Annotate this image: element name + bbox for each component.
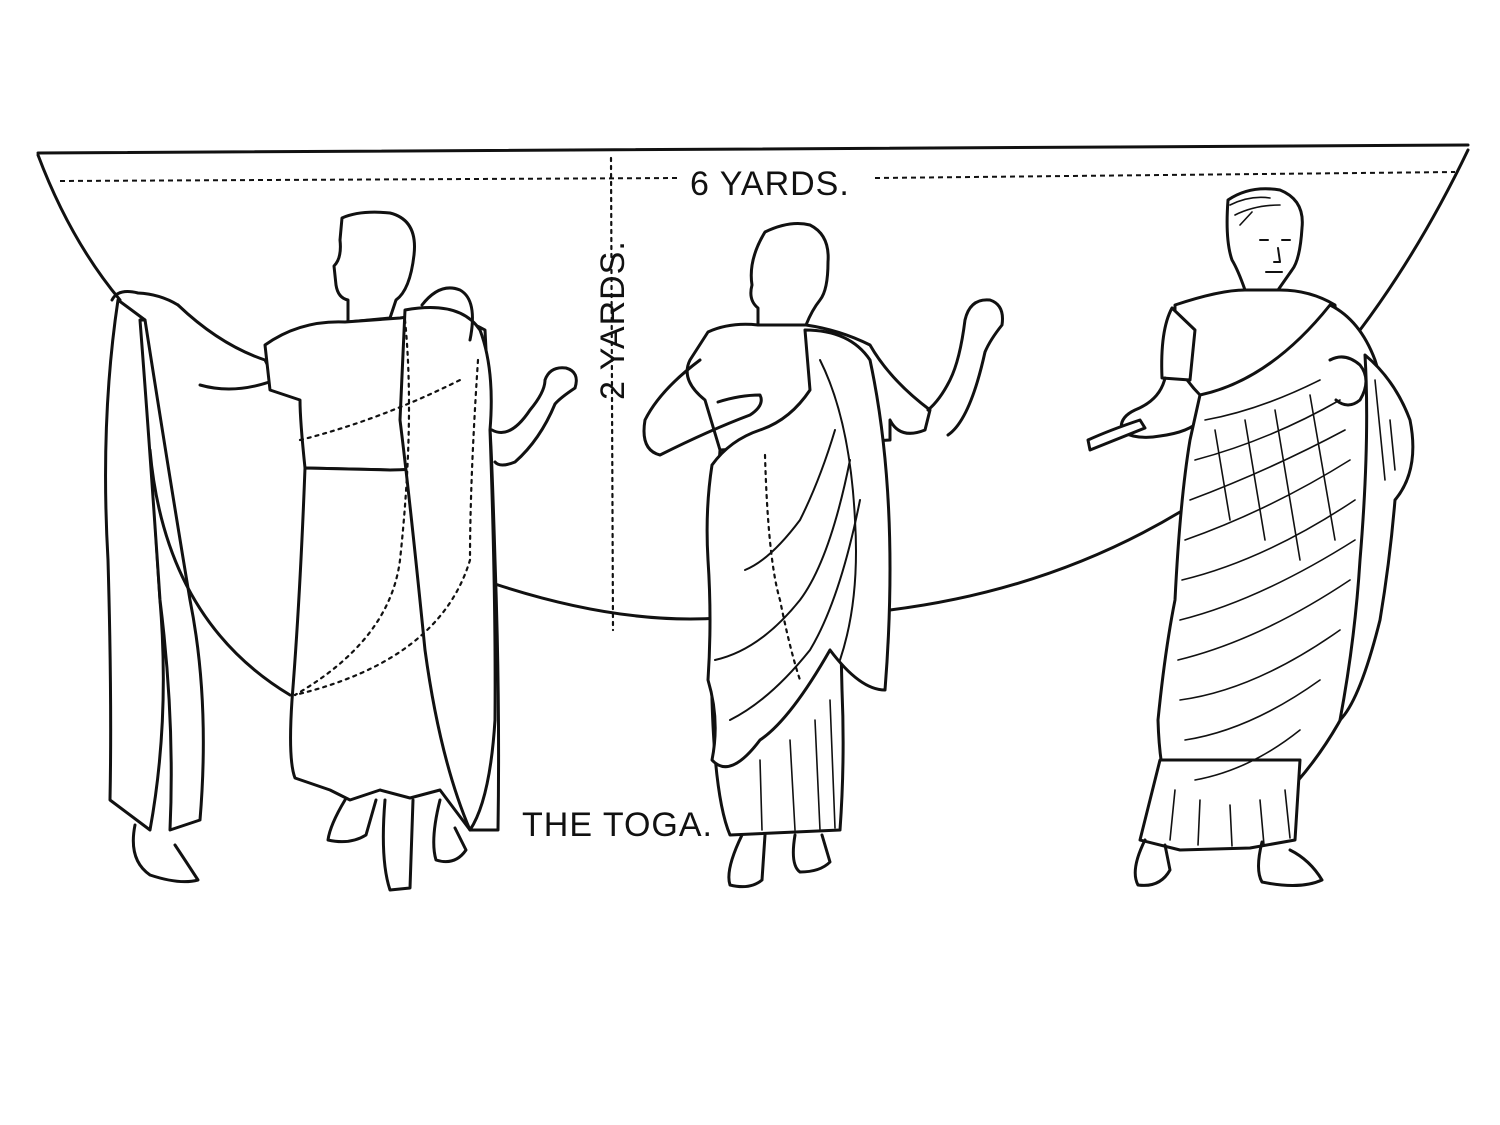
left-head	[332, 210, 416, 324]
width-label: 6 YARDS.	[690, 165, 850, 203]
height-label: 2 YARDS.	[594, 240, 632, 400]
middle-fold-4	[819, 359, 857, 661]
width-measure-line-left	[59, 177, 681, 182]
left-fold-arrow	[420, 286, 474, 342]
left-arm	[176, 303, 277, 391]
toga-top-edge	[36, 143, 1470, 155]
middle-feet	[727, 833, 832, 889]
left-shoulder-drape	[398, 306, 497, 832]
middle-fold-2	[714, 459, 851, 661]
left-fold-guide-3	[293, 358, 480, 697]
right-robe-pleats	[1169, 789, 1291, 847]
toga-curved-edge-bottom-right	[888, 510, 1182, 612]
scroll	[1086, 418, 1147, 452]
right-head	[1225, 187, 1304, 292]
left-figure-right-arm	[490, 366, 578, 467]
right-feet	[1133, 838, 1324, 887]
middle-robe-pleats	[759, 699, 836, 831]
left-figure-feet	[326, 798, 468, 892]
figure-middle	[642, 222, 1004, 889]
right-drape-hatching	[1177, 379, 1396, 781]
toga-curved-edge-right	[1358, 148, 1470, 332]
middle-left-arm	[642, 358, 763, 457]
right-left-sleeve	[1160, 306, 1197, 382]
middle-fold-3	[729, 499, 861, 721]
right-back-drape	[1338, 353, 1415, 722]
right-hair	[1229, 196, 1281, 226]
middle-right-arm	[926, 298, 1004, 437]
left-cloth-fold	[138, 318, 205, 832]
left-drape-curve	[148, 448, 292, 697]
figure-right	[1086, 187, 1415, 887]
left-hand	[110, 290, 180, 307]
height-measure-line	[609, 156, 615, 632]
width-measure-line-right	[874, 171, 1456, 179]
right-face	[1259, 239, 1291, 273]
right-lower-robe	[1138, 758, 1302, 852]
middle-main-drape	[705, 328, 892, 769]
right-gripping-hand	[1328, 355, 1368, 407]
middle-fold-1	[744, 429, 836, 571]
toga-curved-edge-left	[36, 153, 122, 302]
middle-fold-guide	[763, 453, 802, 682]
figure-left	[104, 210, 578, 892]
middle-head	[749, 222, 830, 327]
figure-caption: THE TOGA.	[522, 806, 713, 844]
left-fold-guide-1	[298, 378, 462, 442]
left-fold-guide-2	[293, 318, 411, 697]
left-cloth-foot	[131, 823, 200, 884]
